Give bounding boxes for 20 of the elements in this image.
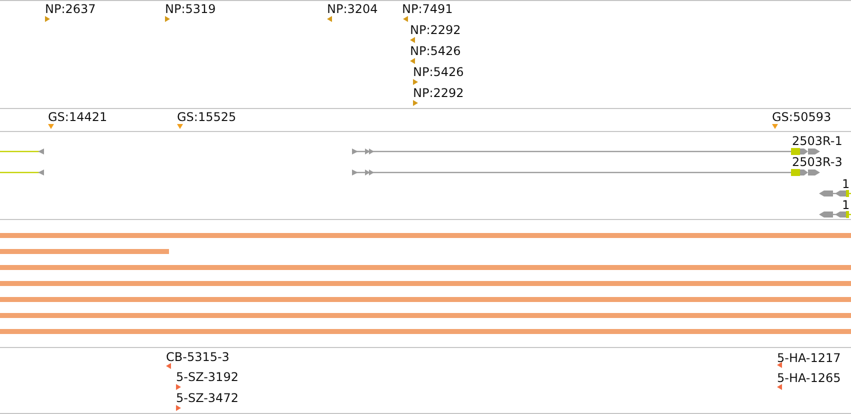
feature-label: 1 [842,198,850,212]
feature-label: 5-SZ-3192 [176,370,238,384]
feature-label: NP:2637 [45,2,96,16]
feature-label: GS:50593 [772,110,832,124]
feature-label: 5-SZ-3472 [176,391,238,405]
feature-label: NP:5319 [165,2,216,16]
feature-label: 5-HA-1217 [777,351,841,365]
feature-label: GS:15525 [177,110,236,124]
feature-label: NP:5426 [413,65,464,79]
feature-label: 2503R-3 [792,155,842,169]
feature-label: 1 [842,177,850,191]
feature-label: NP:2292 [410,23,461,37]
feature-label: NP:2292 [413,86,464,100]
feature-label: NP:3204 [327,2,378,16]
feature-label: 5-HA-1265 [777,371,841,385]
feature-label: CB-5315-3 [166,350,230,364]
feature-label: NP:5426 [410,44,461,58]
feature-label: NP:7491 [402,2,453,16]
feature-label: 2503R-1 [792,134,842,148]
feature-label: GS:14421 [48,110,108,124]
